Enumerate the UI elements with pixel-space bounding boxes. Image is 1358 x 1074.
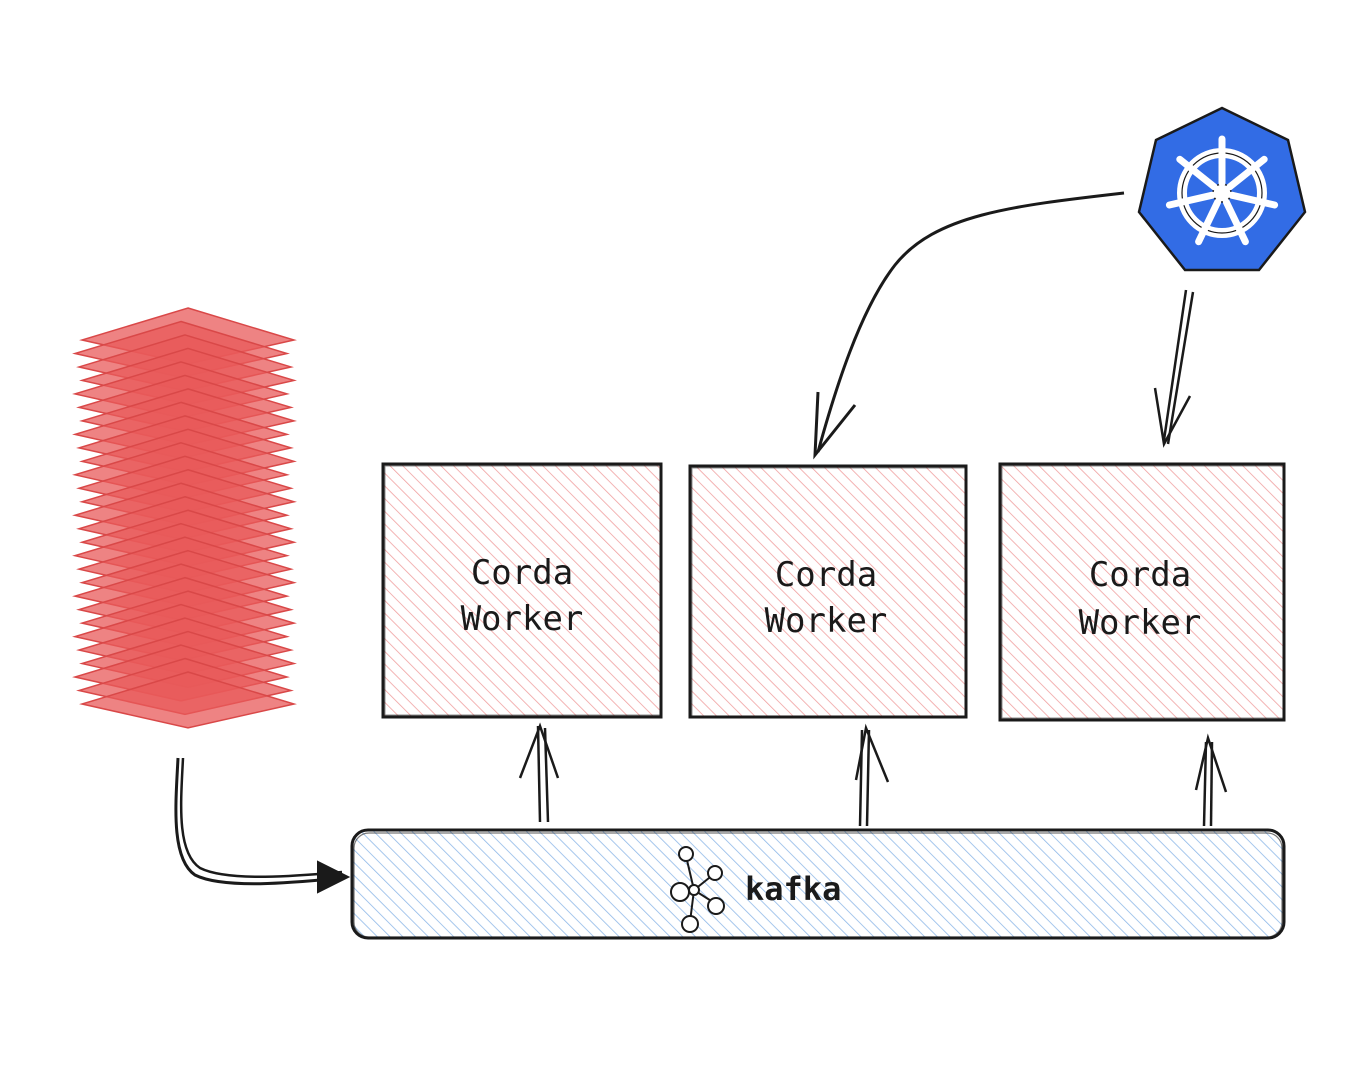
k8s-to-worker-2-arrow xyxy=(813,191,1125,460)
k8s-to-worker-3-arrow xyxy=(1153,289,1195,448)
kubernetes-helm-icon xyxy=(1137,106,1307,272)
corda-worker-2: Corda Worker xyxy=(688,464,968,719)
worker-3-label-line2: Worker xyxy=(1079,603,1202,643)
document-stack-icon xyxy=(72,307,297,729)
kafka-label: kafka xyxy=(745,870,841,908)
kafka-to-worker-1-arrow xyxy=(518,722,560,823)
kafka-to-worker-2-arrow xyxy=(854,723,890,827)
message-stack xyxy=(72,307,297,729)
helm-spoke xyxy=(1228,191,1279,209)
corda-worker-3: Corda Worker xyxy=(998,462,1286,722)
stack-document-layer xyxy=(79,671,297,729)
worker-2-label-line2: Worker xyxy=(765,601,888,641)
helm-spoke xyxy=(1165,191,1216,209)
helm-spoke xyxy=(1195,198,1222,246)
worker-1-label-line2: Worker xyxy=(461,599,584,639)
worker-3-label-line1: Corda xyxy=(1089,555,1191,595)
worker-2-label-line1: Corda xyxy=(775,555,877,595)
helm-spoke xyxy=(1226,155,1268,191)
stack-to-kafka-arrow xyxy=(174,757,351,894)
corda-worker-1: Corda Worker xyxy=(381,462,663,719)
kafka-to-worker-3-arrow xyxy=(1194,733,1228,827)
kafka-icon xyxy=(670,846,725,933)
kafka-bus: kafka xyxy=(350,828,1286,940)
helm-spoke xyxy=(1176,155,1218,191)
helm-spoke xyxy=(1222,198,1249,246)
worker-1-label-line1: Corda xyxy=(471,553,573,593)
